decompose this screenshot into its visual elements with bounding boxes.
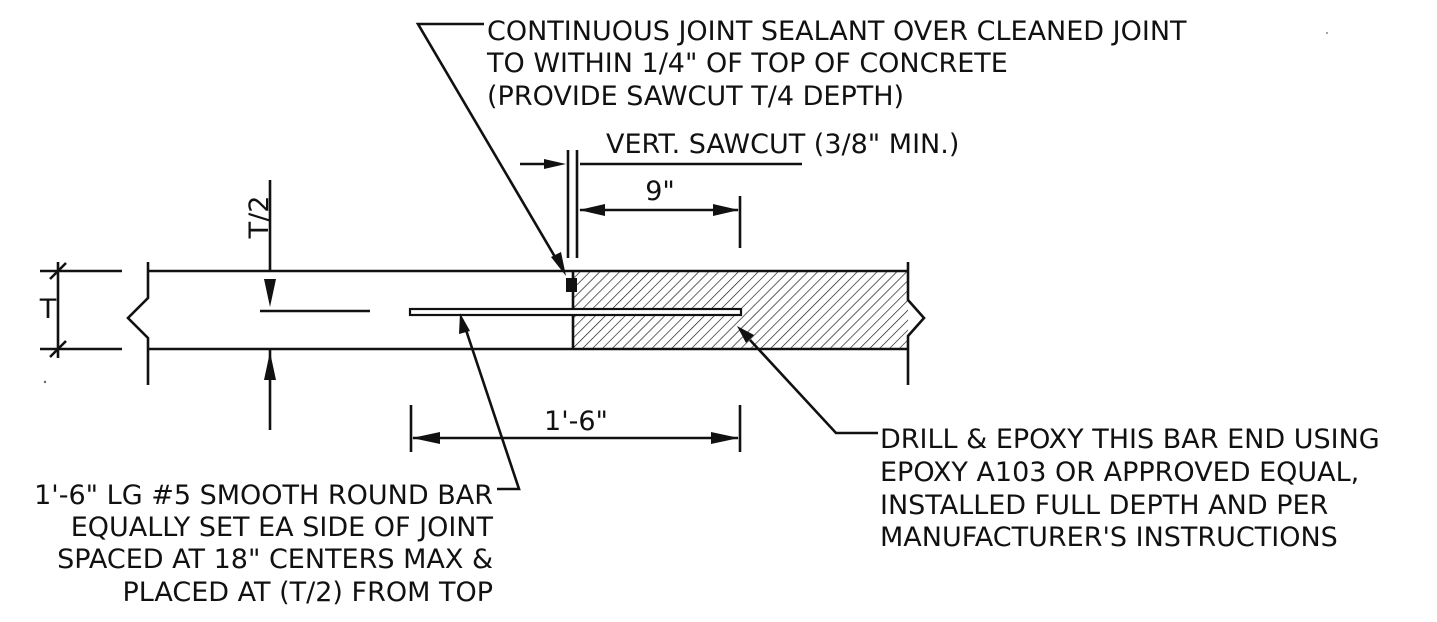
embed-arrow-right: [713, 204, 739, 216]
epoxy-note-line-3: INSTALLED FULL DEPTH AND PER: [880, 490, 1328, 521]
thickness-tick-bottom: [49, 340, 67, 358]
speck: [1326, 32, 1328, 34]
bar-length-label: 1'-6": [544, 406, 608, 437]
epoxy-note-line-4: MANUFACTURER'S INSTRUCTIONS: [880, 522, 1338, 553]
embed-arrow-left: [579, 204, 605, 216]
sealant-note-line-2: TO WITHIN 1/4" OF TOP OF CONCRETE: [486, 48, 1008, 79]
sealant-note-line-3: (PROVIDE SAWCUT T/4 DEPTH): [487, 81, 904, 112]
half-thickness-arrow-up: [264, 352, 276, 380]
dowel-bar: [408, 307, 743, 317]
bar-length-arrow-right: [711, 432, 739, 444]
bar-leader-arrow: [459, 313, 470, 334]
epoxy-note-line-1: DRILL & EPOXY THIS BAR END USING: [880, 424, 1380, 455]
bar-note-line-1: 1'-6" LG #5 SMOOTH ROUND BAR: [34, 480, 493, 511]
sealant-note: CONTINUOUS JOINT SEALANT OVER CLEANED JO…: [486, 16, 1187, 112]
sawcut-arrow-right: [544, 159, 566, 169]
embed-length-label: 9": [645, 176, 675, 207]
sealant-leader-arrow: [551, 252, 566, 276]
bar-note-line-4: PLACED AT (T/2) FROM TOP: [122, 577, 493, 608]
speck: [43, 380, 47, 384]
right-break-line: [906, 262, 926, 385]
sealant-note-line-1: CONTINUOUS JOINT SEALANT OVER CLEANED JO…: [487, 16, 1187, 47]
bar-note-line-2: EQUALLY SET EA SIDE OF JOINT: [71, 512, 494, 543]
left-break-line: [126, 262, 150, 385]
half-thickness-arrow-down: [264, 279, 276, 307]
epoxy-note: DRILL & EPOXY THIS BAR END USING EPOXY A…: [880, 424, 1380, 553]
sawcut-note: VERT. SAWCUT (3/8" MIN.): [606, 129, 959, 160]
joint-sealant: [566, 278, 577, 292]
bar-note: 1'-6" LG #5 SMOOTH ROUND BAR EQUALLY SET…: [34, 480, 493, 608]
epoxy-note-line-2: EPOXY A103 OR APPROVED EQUAL,: [880, 457, 1359, 488]
thickness-tick-top: [49, 262, 67, 280]
bar-leader: [462, 323, 521, 491]
epoxy-leader: [749, 339, 878, 435]
bar-length-arrow-left: [412, 432, 440, 444]
sealant-leader: [415, 22, 560, 263]
bar-note-line-3: SPACED AT 18" CENTERS MAX &: [57, 544, 493, 575]
thickness-label: T: [39, 294, 57, 325]
epoxy-leader-arrow: [737, 326, 754, 343]
